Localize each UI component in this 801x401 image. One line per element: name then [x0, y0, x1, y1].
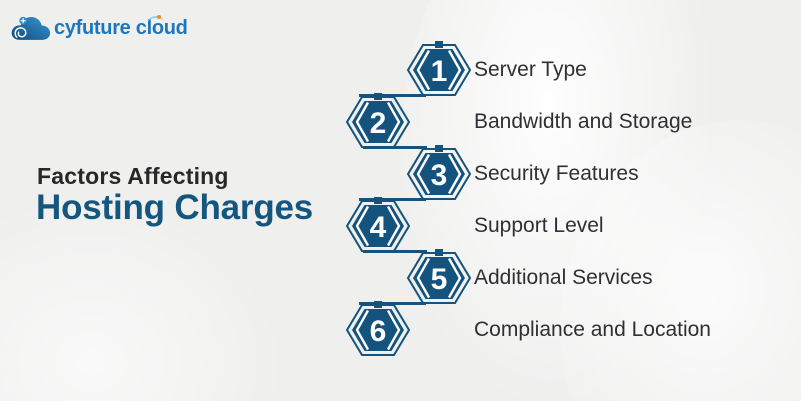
hex-connector-line: [359, 94, 426, 97]
cyfuture-cloud-logo: cyfuture cloud: [9, 11, 188, 45]
factor-label-server-type: Server Type: [474, 58, 587, 81]
hex-number: 2: [370, 107, 387, 140]
hex-number: 5: [431, 263, 448, 296]
hexagon-badge-6: 6: [345, 301, 411, 357]
hex-connector-line: [363, 146, 427, 149]
hex-connector-line: [359, 302, 426, 305]
hex-connector-line: [363, 250, 427, 253]
hexagon-badge-3: 3: [406, 145, 472, 201]
hex-number: 4: [370, 211, 387, 244]
hexagon-badge-1: 1: [406, 41, 472, 97]
background-swirl: [0, 200, 280, 401]
factor-label-security-features: Security Features: [474, 162, 639, 185]
factor-label-bandwidth-and-storage: Bandwidth and Storage: [474, 110, 693, 133]
hexagon-badge-4: 4: [345, 197, 411, 253]
logo-orange-dot: [157, 14, 161, 19]
title-kicker: Factors Affecting: [37, 163, 229, 189]
hex-number: 6: [370, 315, 387, 348]
hex-number: 1: [431, 55, 448, 88]
hexagon-badge-2: 2: [345, 93, 411, 149]
hex-number: 3: [431, 159, 448, 192]
logo-word-cloud: cloud: [130, 16, 188, 39]
factor-label-compliance-and-location: Compliance and Location: [474, 318, 711, 341]
cloud-logo-icon: [11, 16, 51, 40]
factor-label-additional-services: Additional Services: [474, 266, 653, 289]
logo-word-cyfuture: cyfuture: [54, 16, 131, 39]
hexagon-badge-5: 5: [406, 249, 472, 305]
logo-wordmark: cyfuture cloud: [54, 14, 188, 40]
factor-label-support-level: Support Level: [474, 214, 604, 237]
hex-connector-line: [359, 198, 426, 201]
page-title: Hosting Charges: [36, 188, 314, 227]
